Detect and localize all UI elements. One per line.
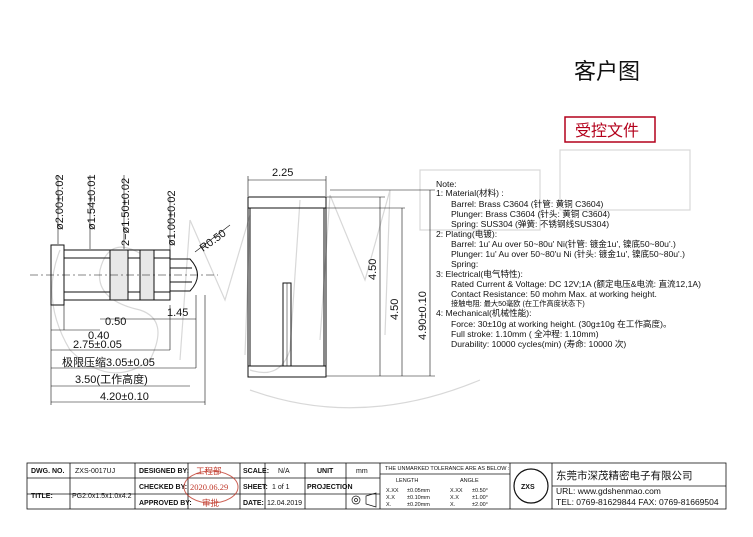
- projection-symbol: [351, 492, 377, 508]
- pin-dimension-lines: [50, 175, 231, 405]
- tol-r2-a: X.X: [386, 495, 395, 501]
- dwg-no-label: DWG. NO.: [31, 468, 64, 475]
- tolerance-length-label: LENGTH: [396, 478, 418, 484]
- dim-socket-total-height: 4.90±0.10: [417, 291, 429, 340]
- note-material-barrel: Barrel: Brass C3604 (针管: 黄铜 C3604): [451, 198, 603, 209]
- note-resistance-cn: 接触电阻: 最大50毫欧 (在工作高度状态下): [451, 299, 585, 308]
- note-electrical: 3: Electrical(电气特性):: [436, 268, 523, 279]
- dim-tip-radius: R0.50: [198, 227, 229, 254]
- note-rated: Rated Current & Voltage: DC 12V;1A (额定电压…: [451, 278, 701, 289]
- note-force: Force: 30±10g at working height. (30g±10…: [451, 318, 672, 329]
- title-label: TITLE:: [31, 493, 53, 500]
- note-material: 1: Material(材料) :: [436, 187, 504, 198]
- tol-r3-b: ±0.20mm: [407, 502, 430, 508]
- checked-value: 2020.06.29: [190, 482, 228, 492]
- notes-heading: Note:: [436, 179, 457, 189]
- checked-label: CHECKED BY:: [139, 484, 187, 491]
- dim-socket-body-height: 4.50: [367, 259, 379, 280]
- dim-socket-width: 2.25: [272, 167, 293, 179]
- tol-r1-b: ±0.05mm: [407, 488, 430, 494]
- note-material-spring: Spring: SUS304 (弹簧: 不锈钢线SUS304): [451, 218, 609, 229]
- dim-socket-inner-height: 4.50: [389, 299, 401, 320]
- company-logo: ZXS: [521, 484, 535, 491]
- notes-block: Note: 1: Material(材料) : Barrel: Brass C3…: [436, 179, 701, 349]
- approved-label: APPROVED BY:: [139, 500, 192, 507]
- unit-value: mm: [356, 468, 368, 475]
- company-phone: TEL: 0769-81629844 FAX: 0769-81669504: [556, 497, 719, 507]
- note-plating-barrel: Barrel: 1u' Au over 50~80u' Ni(针管: 镀金1u'…: [451, 238, 676, 249]
- tol-r2-d: ±1.00°: [472, 495, 488, 501]
- stamp-border: [564, 116, 656, 143]
- company-url: URL: www.gdshenmao.com: [556, 486, 661, 496]
- title-block-text: DWG. NO. ZXS-0017UJ TITLE: PG2.0x1.5x1.0…: [31, 466, 719, 508]
- socket-dimension-text: 2.25 4.50 4.50 4.90±0.10: [272, 167, 429, 340]
- scale-label: SCALE:: [243, 468, 269, 475]
- dim-total-length: 4.20±0.10: [100, 391, 149, 403]
- projection-label: PROJECTION: [307, 484, 353, 491]
- note-stroke: Full stroke: 1.10mm ( 全冲程: 1.10mm): [451, 328, 599, 339]
- dim-plunger-length: 1.45: [167, 307, 188, 319]
- socket-dimension-lines: [247, 176, 435, 377]
- dim-working-height: 3.50(工作高度): [75, 372, 148, 386]
- socket-front-view: [247, 196, 327, 378]
- date-value: 12.04.2019: [267, 500, 302, 507]
- note-plating: 2: Plating(电镀):: [436, 228, 497, 239]
- company-name: 东莞市深茂精密电子有限公司: [556, 469, 693, 482]
- note-plating-spring: Spring:: [451, 259, 478, 269]
- tol-r2-b: ±0.10mm: [407, 495, 430, 501]
- designed-label: DESIGNED BY:: [139, 468, 189, 475]
- sheet-label: SHEET:: [243, 484, 268, 491]
- tol-r3-a: X.: [386, 502, 392, 508]
- title-value: PG2.0x1.5x1.0x4.2: [72, 493, 132, 500]
- company-logo-ring: [513, 468, 549, 504]
- sheet-value: 1 of 1: [272, 484, 290, 491]
- page-title: 客户图: [574, 59, 640, 84]
- dim-flange-length: 0.40: [88, 330, 109, 342]
- tolerance-angle-label: ANGLE: [460, 478, 479, 484]
- tol-r1-a: X.XX: [386, 488, 399, 494]
- tolerance-heading: THE UNMARKED TOLERANCE ARE AS BELOW :: [385, 466, 510, 472]
- unit-label: UNIT: [317, 468, 334, 475]
- controlled-doc-stamp: 受控文件: [575, 122, 639, 140]
- dim-compressed-length: 极限压缩3.05±0.05: [62, 355, 155, 369]
- tol-r3-c: X.: [450, 502, 456, 508]
- dwg-no-value: ZXS-0017UJ: [75, 468, 115, 475]
- dim-groove-diameter: 2−ø1.50±0.02: [120, 178, 132, 246]
- dim-groove-length: 0.50: [105, 316, 126, 328]
- note-mechanical: 4: Mechanical(机械性能):: [436, 307, 532, 318]
- note-material-plunger: Plunger: Brass C3604 (针头: 黄铜 C3604): [451, 208, 610, 219]
- tol-r1-c: X.XX: [450, 488, 463, 494]
- pin-side-view: [30, 244, 218, 306]
- approval-stamp: [183, 470, 239, 504]
- title-block: [26, 462, 727, 510]
- note-resistance: Contact Resistance: 50 mohm Max. at work…: [451, 289, 657, 299]
- dim-plunger-diameter: ø1.00±0.02: [166, 190, 178, 246]
- tol-r3-d: ±2.00°: [472, 502, 488, 508]
- dim-barrel-length: 2.75±0.05: [73, 339, 122, 351]
- date-label: DATE:: [243, 500, 264, 507]
- dim-barrel-diameter: ø1.54±0.01: [86, 174, 98, 230]
- tol-r2-c: X.X: [450, 495, 459, 501]
- note-plating-plunger: Plunger: 1u' Au over 50~80'u Ni (针头: 镀金1…: [451, 248, 685, 259]
- scale-value: N/A: [278, 468, 290, 475]
- tol-r1-d: ±0.50°: [472, 488, 488, 494]
- dim-head-diameter: ø2.00±0.02: [54, 174, 66, 230]
- note-durability: Durability: 10000 cycles(min) (寿命: 10000…: [451, 338, 626, 349]
- watermark: [51, 149, 691, 409]
